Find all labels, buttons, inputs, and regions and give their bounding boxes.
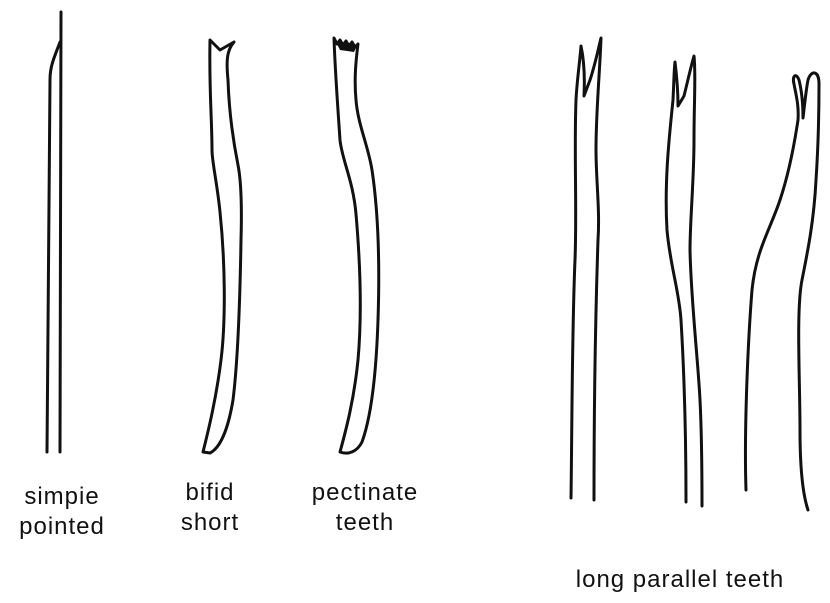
caption-pectinate-line-1: pectinate bbox=[290, 478, 440, 508]
caption-pectinate-teeth: pectinate teeth bbox=[290, 478, 440, 538]
long-parallel-teeth-bristle-1 bbox=[571, 38, 601, 500]
caption-bifid-line-2: short bbox=[150, 508, 270, 538]
long-parallel-teeth-bristle-3 bbox=[745, 73, 819, 510]
bifid-short-bristle bbox=[203, 40, 241, 453]
caption-long-line: long parallel teeth bbox=[540, 565, 820, 595]
caption-simple-pointed: simpie pointed bbox=[2, 482, 122, 542]
caption-simple-line-1: simpie bbox=[2, 482, 122, 512]
pectinate-teeth-bristle bbox=[334, 38, 379, 453]
caption-simple-line-2: pointed bbox=[2, 512, 122, 542]
caption-bifid-short: bifid short bbox=[150, 478, 270, 538]
long-parallel-teeth-bristle-2 bbox=[666, 56, 702, 506]
simple-pointed-bristle bbox=[47, 12, 61, 452]
caption-bifid-line-1: bifid bbox=[150, 478, 270, 508]
caption-pectinate-line-2: teeth bbox=[290, 508, 440, 538]
caption-long-parallel-teeth: long parallel teeth bbox=[540, 565, 820, 595]
